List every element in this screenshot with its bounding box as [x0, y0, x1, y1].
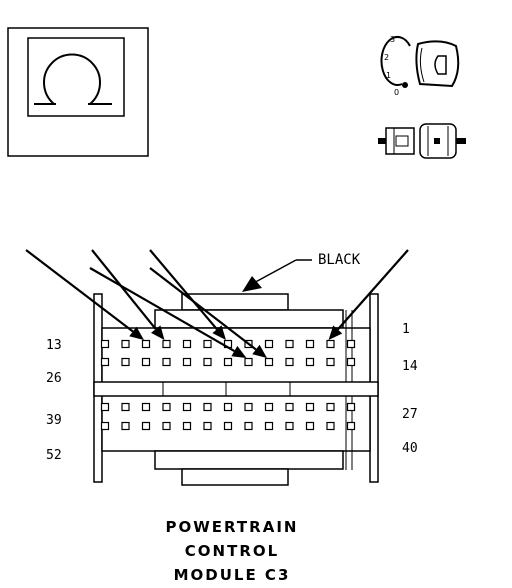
- pin-cavity: [100, 339, 110, 349]
- probe-arrow-head: [252, 344, 267, 358]
- probe-arrow-head: [231, 345, 247, 358]
- pin-cavity: [285, 402, 294, 412]
- pin-cavity: [305, 421, 315, 431]
- pin-label-39: 39: [46, 413, 62, 428]
- pin-cavity: [244, 421, 253, 431]
- probe-arrow-line: [25, 249, 134, 333]
- pin-cavity: [264, 339, 274, 349]
- title-line-2: CONTROL: [185, 542, 279, 560]
- pin-cavity: [121, 402, 130, 412]
- probe-arrow-line: [91, 249, 157, 330]
- key-position-0: 0: [394, 88, 399, 97]
- key-position-1: 1: [386, 71, 391, 80]
- pin-cavity: [203, 357, 212, 367]
- probe-arrows: [25, 249, 409, 358]
- key-position-2: 2: [384, 53, 389, 62]
- pin-cavity: [141, 402, 151, 412]
- pin-cavity: [244, 357, 253, 367]
- pin-cavity: [264, 402, 274, 412]
- ignition-key-icon: 3 2 1 0: [380, 35, 460, 97]
- pin-cavity: [203, 402, 212, 412]
- pin-cavity: [223, 421, 233, 431]
- pin-cavity: [326, 421, 335, 431]
- pin-label-13: 13: [46, 338, 62, 353]
- pin-cavity: [141, 421, 151, 431]
- pin-cavity: [264, 421, 274, 431]
- pin-label-27: 27: [402, 407, 418, 422]
- pin-cavity: [305, 402, 315, 412]
- pin-cavity: [223, 402, 233, 412]
- key-position-3: 3: [390, 35, 395, 44]
- connector-body: [93, 293, 379, 486]
- pin-cavity: [285, 357, 294, 367]
- pin-cavity: [264, 357, 274, 367]
- pin-cavity: [346, 357, 356, 367]
- pin-cavity: [203, 339, 212, 349]
- test-probe-connector-icon: [378, 123, 466, 159]
- pin-cavity: [223, 357, 233, 367]
- pin-cavity: [326, 339, 335, 349]
- color-callout: BLACK: [242, 252, 361, 292]
- pin-cavity: [162, 421, 171, 431]
- pin-cavity: [346, 402, 356, 412]
- probe-arrow-head: [151, 325, 165, 340]
- pin-cavity: [182, 421, 192, 431]
- probe-arrow-head: [328, 325, 343, 340]
- pin-cavity: [121, 357, 130, 367]
- pin-cavity: [326, 402, 335, 412]
- pin-cavity: [305, 339, 315, 349]
- pin-cavity: [244, 402, 253, 412]
- pin-cavity: [100, 357, 110, 367]
- ohm-resistance-icon: [34, 53, 112, 105]
- probe-arrow-head: [212, 325, 226, 340]
- pin-cavity: [182, 402, 192, 412]
- pin-number-labels: 13 1 26 14 39 27 52 40: [46, 322, 418, 463]
- pin-cavity: [182, 339, 192, 349]
- pin-cavity: [346, 339, 356, 349]
- pin-cavity: [100, 402, 110, 412]
- pin-cavity: [305, 357, 315, 367]
- pin-cavity: [326, 357, 335, 367]
- pin-cavity: [141, 357, 151, 367]
- pin-cavity: [121, 421, 130, 431]
- pin-cavity: [203, 421, 212, 431]
- pin-label-26: 26: [46, 371, 62, 386]
- pin-cavity: [182, 357, 192, 367]
- pin-cavity: [162, 357, 171, 367]
- pin-cavity: [141, 339, 151, 349]
- ohm-symbol-panel: [7, 27, 149, 157]
- probe-arrow-line: [336, 249, 409, 331]
- pin-cavity: [121, 339, 130, 349]
- probe-arrow-line: [149, 267, 257, 351]
- probe-arrow-line: [149, 249, 218, 331]
- title-line-3: MODULE C3: [174, 566, 291, 584]
- pin-cavity: [346, 421, 356, 431]
- probe-arrow-line: [89, 267, 235, 352]
- pin-label-40: 40: [402, 441, 418, 456]
- title-line-1: POWERTRAIN: [166, 518, 299, 536]
- pin-cavity: [285, 339, 294, 349]
- pin-cavity: [162, 339, 171, 349]
- probe-arrow-head: [129, 326, 144, 340]
- pin-label-52: 52: [46, 448, 62, 463]
- connector-title: POWERTRAIN CONTROL MODULE C3: [166, 518, 299, 584]
- pin-label-1: 1: [402, 322, 410, 337]
- pin-cavity: [100, 421, 110, 431]
- pin-cavity: [285, 421, 294, 431]
- pin-label-14: 14: [402, 359, 418, 374]
- color-callout-label: BLACK: [318, 252, 361, 268]
- pin-cavity: [162, 402, 171, 412]
